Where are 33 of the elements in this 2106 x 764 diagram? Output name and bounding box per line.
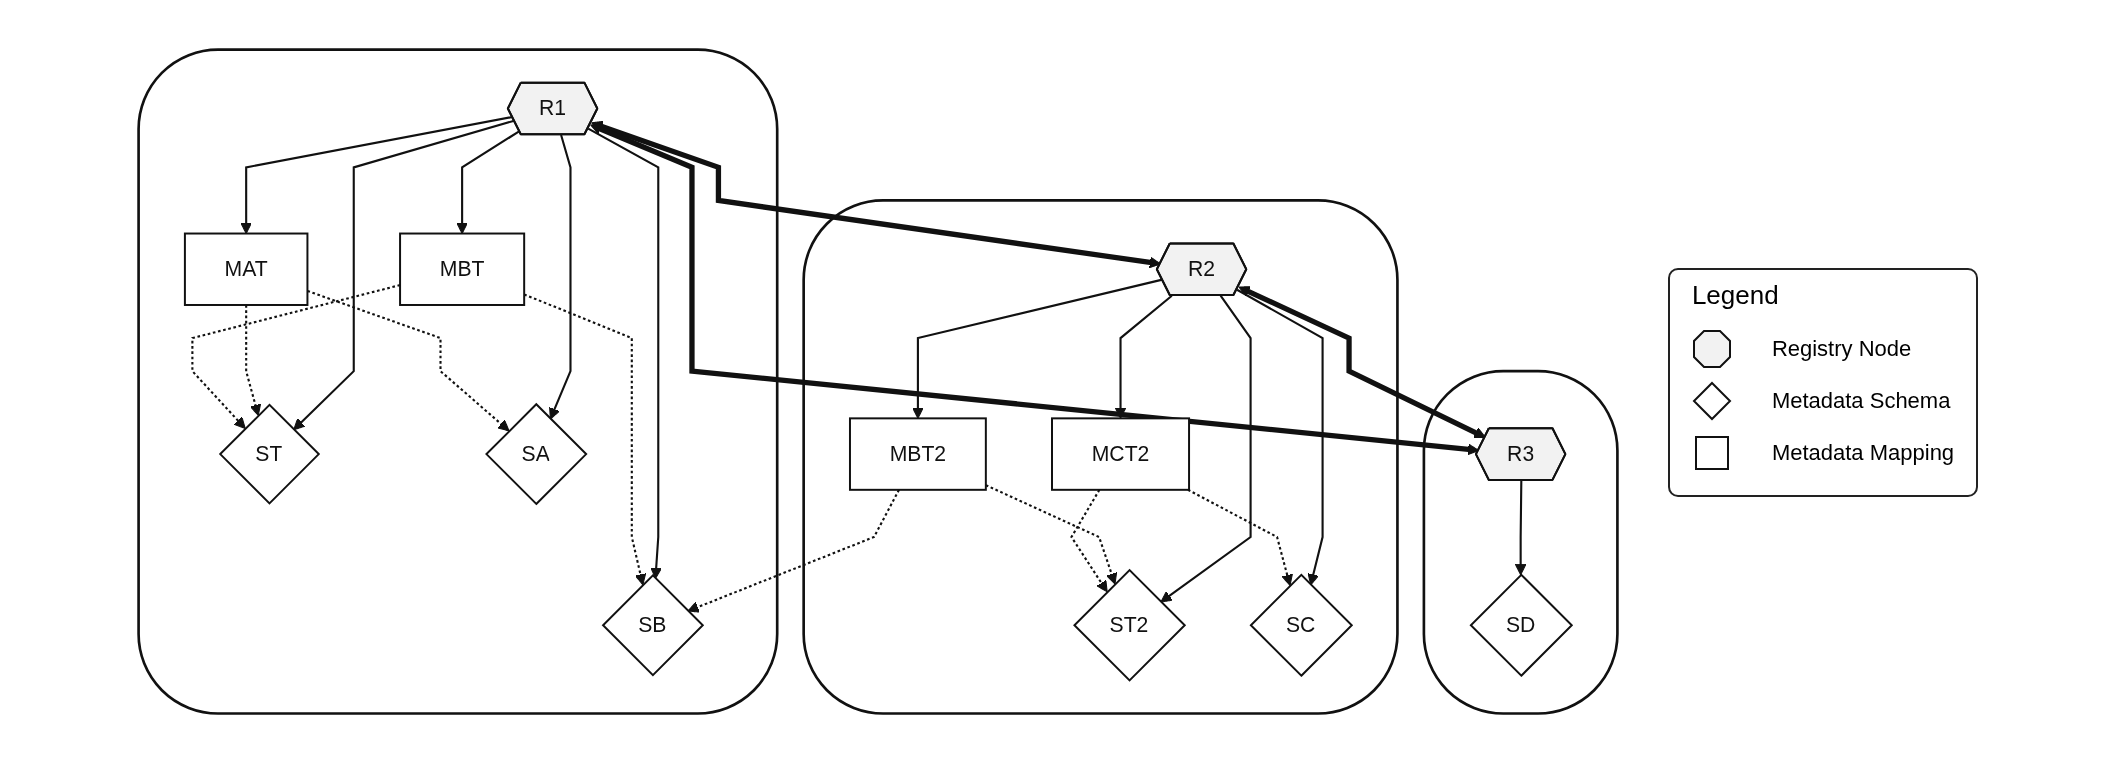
arrow	[687, 489, 900, 614]
legend-title: Legend	[1691, 279, 1779, 311]
arrow	[985, 484, 1118, 586]
node-diamond: ST2	[1072, 569, 1186, 683]
arrow	[240, 116, 513, 235]
arrow	[1160, 295, 1252, 604]
arrow	[1236, 289, 1324, 586]
legend-label: Registry Node	[1771, 335, 1912, 362]
node-box: MCT2	[1050, 417, 1190, 492]
node-box: MBT2	[848, 417, 987, 492]
arrow	[456, 130, 520, 235]
node-diamond: SA	[484, 403, 588, 506]
arrow	[911, 279, 1163, 420]
arrow	[587, 128, 662, 580]
node-diamond: SD	[1469, 573, 1574, 678]
arrow	[548, 135, 572, 420]
arrow	[591, 121, 1161, 269]
legend-label: Metadata Mapping	[1771, 439, 1955, 466]
arrow	[293, 120, 515, 431]
arrow	[1238, 286, 1486, 439]
node-diamond: ST	[218, 403, 321, 506]
arrow	[590, 124, 1480, 456]
cluster	[137, 48, 779, 716]
node-box: MAT	[183, 233, 309, 307]
legend-label: Metadata Schema	[1771, 387, 1951, 414]
node-box: MBT	[398, 233, 526, 307]
arrow	[1187, 489, 1293, 587]
node-diamond: SB	[601, 574, 705, 677]
arrow	[1514, 481, 1527, 576]
node-diamond: SC	[1249, 573, 1354, 678]
arrow	[1070, 489, 1108, 593]
arrow	[245, 305, 261, 417]
cluster	[802, 199, 1399, 716]
